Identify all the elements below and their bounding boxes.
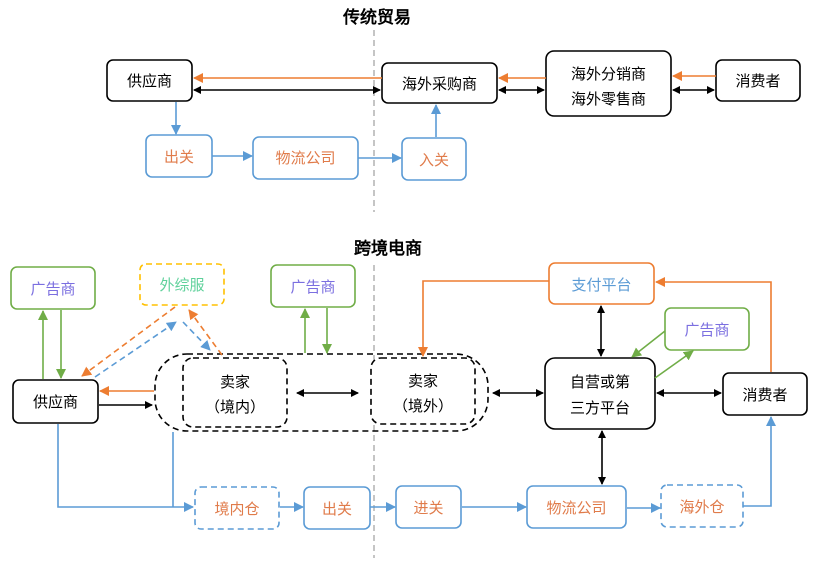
arrow-supplier-to-service-dashed bbox=[94, 321, 177, 378]
node-customs-out-crossborder: 出关 bbox=[303, 486, 371, 530]
node-label: 海外仓 bbox=[679, 498, 724, 516]
node-consumer-traditional: 消费者 bbox=[715, 59, 801, 102]
node-payment-platform: 支付平台 bbox=[548, 262, 655, 305]
node-supplier-crossborder: 供应商 bbox=[12, 379, 99, 424]
node-advertiser-right: 广告商 bbox=[664, 307, 750, 351]
node-overseas-warehouse: 海外仓 bbox=[660, 484, 744, 528]
arrow-consumer-to-payment bbox=[655, 277, 772, 372]
node-label: 物流公司 bbox=[275, 149, 335, 167]
arrow-payment-to-seller-overseas bbox=[418, 280, 549, 357]
node-label-line1: 自营或第 bbox=[570, 373, 630, 391]
node-label-line1: 卖家 bbox=[408, 372, 438, 390]
node-label: 消费者 bbox=[742, 386, 787, 404]
node-label: 广告商 bbox=[30, 280, 75, 298]
node-label: 进关 bbox=[413, 499, 443, 517]
node-label: 广告商 bbox=[290, 278, 335, 296]
node-supplier-traditional: 供应商 bbox=[106, 59, 193, 102]
node-seller-domestic: 卖家 （境内） bbox=[182, 357, 288, 428]
arrow-supplier-to-domestic-warehouse bbox=[57, 424, 194, 512]
node-label: 支付平台 bbox=[571, 276, 631, 294]
arrow-advertiser-right-to-platform bbox=[631, 330, 666, 358]
node-label: 海外采购商 bbox=[402, 75, 477, 93]
node-label: 入关 bbox=[419, 151, 449, 169]
node-seller-overseas: 卖家 （境外） bbox=[370, 357, 476, 425]
node-label: 出关 bbox=[322, 500, 352, 518]
node-label: 供应商 bbox=[33, 393, 78, 411]
node-label: 境内仓 bbox=[214, 500, 259, 518]
node-label-line2: 海外零售商 bbox=[571, 90, 646, 108]
node-advertiser-left: 广告商 bbox=[10, 266, 96, 310]
node-label: 广告商 bbox=[684, 321, 729, 339]
arrow-platform-to-advertiser-right bbox=[654, 350, 694, 379]
node-label: 消费者 bbox=[735, 72, 780, 90]
arrow-service-to-seller-dashed bbox=[182, 321, 211, 351]
arrow-service-to-supplier-dashed bbox=[81, 306, 176, 377]
node-overseas-buyer: 海外采购商 bbox=[381, 62, 498, 104]
node-advertiser-mid: 广告商 bbox=[270, 264, 356, 308]
node-overseas-distributor: 海外分销商 海外零售商 bbox=[545, 50, 672, 117]
node-label: 物流公司 bbox=[546, 499, 606, 517]
node-label: 出关 bbox=[164, 148, 194, 166]
node-label: 外综服 bbox=[159, 276, 204, 294]
node-logistics-crossborder: 物流公司 bbox=[526, 485, 627, 529]
node-label-line2: （境外） bbox=[393, 397, 453, 415]
node-label-line2: （境内） bbox=[205, 398, 265, 416]
node-foreign-trade-service: 外综服 bbox=[139, 263, 225, 306]
traditional-title: 传统贸易 bbox=[342, 7, 411, 28]
node-label-line1: 海外分销商 bbox=[571, 65, 646, 83]
node-consumer-crossborder: 消费者 bbox=[722, 372, 808, 416]
node-label-line1: 卖家 bbox=[220, 373, 250, 391]
arrow-overseas-warehouse-to-consumer bbox=[743, 416, 776, 507]
node-customs-in-crossborder: 进关 bbox=[395, 485, 462, 529]
node-customs-in-traditional: 入关 bbox=[401, 137, 467, 181]
crossborder-title: 跨境电商 bbox=[354, 238, 422, 259]
node-label-line2: 三方平台 bbox=[570, 399, 630, 417]
node-logistics-traditional: 物流公司 bbox=[252, 136, 359, 180]
node-label: 供应商 bbox=[127, 72, 172, 90]
node-platform: 自营或第 三方平台 bbox=[544, 357, 656, 430]
node-domestic-warehouse: 境内仓 bbox=[194, 486, 280, 530]
seller-group-outline bbox=[154, 353, 489, 432]
node-customs-out-traditional: 出关 bbox=[145, 134, 213, 178]
